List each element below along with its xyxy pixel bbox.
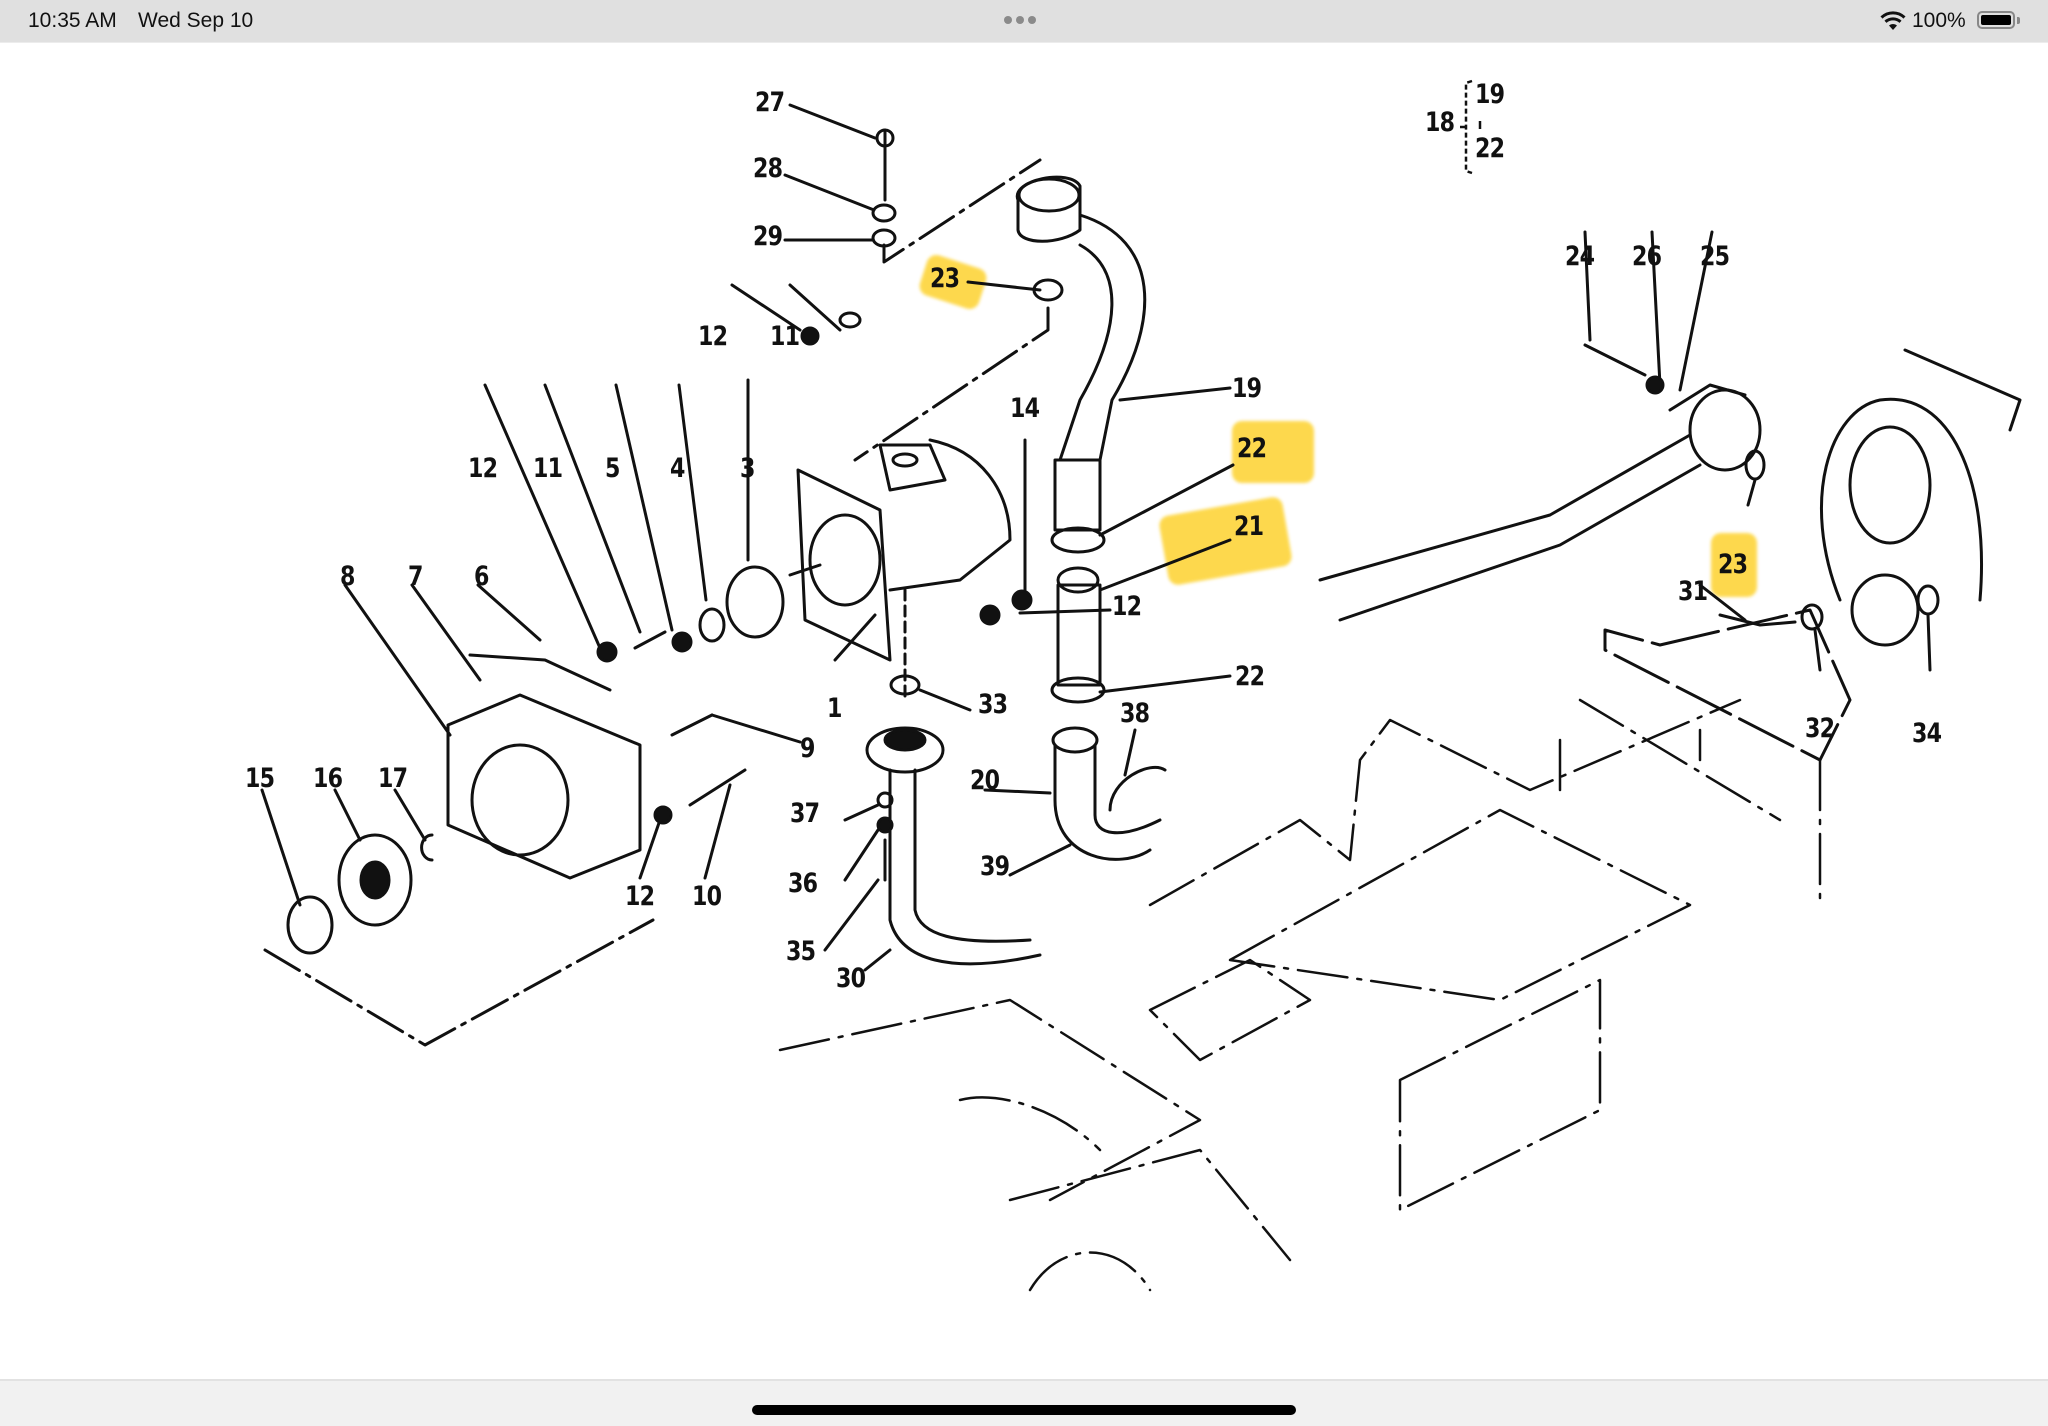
callout-15[interactable]: 15 xyxy=(245,763,275,794)
parts-15-16-17 xyxy=(260,788,655,1047)
callout-27[interactable]: 27 xyxy=(755,87,785,118)
diagram-linework xyxy=(260,103,2022,1292)
oil-strainer-30 xyxy=(823,674,1042,972)
callout-26[interactable]: 26 xyxy=(1632,241,1662,272)
callout-5[interactable]: 5 xyxy=(605,453,620,484)
callout-11-upper[interactable]: 11 xyxy=(770,321,800,352)
callout-32[interactable]: 32 xyxy=(1805,713,1835,744)
callout-22-top[interactable]: 22 xyxy=(1237,433,1267,464)
callout-39[interactable]: 39 xyxy=(980,851,1010,882)
return-pipe xyxy=(1318,230,1766,622)
callout-19[interactable]: 19 xyxy=(1232,373,1262,404)
highlight-22-top xyxy=(1232,421,1314,483)
engine-block-outline xyxy=(778,698,1822,1292)
callout-4[interactable]: 4 xyxy=(670,453,685,484)
callout-12-mid[interactable]: 12 xyxy=(1112,591,1142,622)
callout-23-right[interactable]: 23 xyxy=(1718,549,1748,580)
callout-20[interactable]: 20 xyxy=(970,765,1000,796)
battery-cap xyxy=(2017,17,2020,24)
status-date: Wed Sep 10 xyxy=(138,9,254,32)
callout-12-left[interactable]: 12 xyxy=(468,453,498,484)
studs-9-10 xyxy=(638,713,802,880)
assembly-range-end: 22 xyxy=(1475,133,1505,164)
callout-6[interactable]: 6 xyxy=(474,561,489,592)
status-bar: 10:35 AM Wed Sep 10 100% xyxy=(0,0,2048,43)
callout-1[interactable]: 1 xyxy=(827,693,842,724)
pipe-19 xyxy=(1015,175,1232,462)
parts-diagram[interactable]: 27 28 29 23 12 11 14 19 22 21 12 22 33 3… xyxy=(0,43,2048,1379)
home-indicator[interactable] xyxy=(752,1405,1296,1415)
battery-icon xyxy=(1977,11,2015,29)
bolt-27-28-29 xyxy=(871,128,1042,264)
highlight-23-right xyxy=(1711,533,1757,597)
elbow-20 xyxy=(983,726,1167,877)
gear-case xyxy=(343,583,642,880)
callout-28[interactable]: 28 xyxy=(753,153,783,184)
callout-23-top[interactable]: 23 xyxy=(930,263,960,294)
callout-7[interactable]: 7 xyxy=(408,561,423,592)
callout-37[interactable]: 37 xyxy=(790,798,820,829)
assembly-bracket xyxy=(1460,79,1482,175)
callout-24[interactable]: 24 xyxy=(1565,241,1595,272)
battery-percent: 100% xyxy=(1912,9,1966,32)
gasket-23-top xyxy=(1032,278,1064,302)
front-parts xyxy=(483,283,862,663)
flange-housing xyxy=(1603,348,2022,762)
callout-12-lower[interactable]: 12 xyxy=(625,881,655,912)
callout-12-upper[interactable]: 12 xyxy=(698,321,728,352)
home-bar-area xyxy=(0,1379,2048,1426)
callout-11-left[interactable]: 11 xyxy=(533,453,563,484)
callout-25[interactable]: 25 xyxy=(1700,241,1730,272)
hose-21-22 xyxy=(979,438,1235,704)
callout-17[interactable]: 17 xyxy=(378,763,408,794)
callout-34[interactable]: 34 xyxy=(1912,718,1942,749)
callout-33[interactable]: 33 xyxy=(978,689,1008,720)
status-time: 10:35 AM xyxy=(28,9,117,32)
callout-21[interactable]: 21 xyxy=(1234,511,1264,542)
assembly-range-start: 19 xyxy=(1475,79,1505,110)
callout-31[interactable]: 31 xyxy=(1678,576,1708,607)
callout-22-bottom[interactable]: 22 xyxy=(1235,661,1265,692)
callout-35[interactable]: 35 xyxy=(786,936,816,967)
callout-36[interactable]: 36 xyxy=(788,868,818,899)
assembly-parent: 18 xyxy=(1425,107,1455,138)
callout-29[interactable]: 29 xyxy=(753,221,783,252)
callout-9[interactable]: 9 xyxy=(800,733,815,764)
wifi-icon xyxy=(1880,11,1906,30)
callout-30[interactable]: 30 xyxy=(836,963,866,994)
callout-10[interactable]: 10 xyxy=(692,881,722,912)
oil-pump-body xyxy=(788,438,1012,702)
callout-14[interactable]: 14 xyxy=(1010,393,1040,424)
more-dots-icon[interactable] xyxy=(1004,16,1036,24)
callout-16[interactable]: 16 xyxy=(313,763,343,794)
battery-fill xyxy=(1981,15,2011,25)
callout-38[interactable]: 38 xyxy=(1120,698,1150,729)
callout-8[interactable]: 8 xyxy=(340,561,355,592)
callout-3[interactable]: 3 xyxy=(740,453,755,484)
